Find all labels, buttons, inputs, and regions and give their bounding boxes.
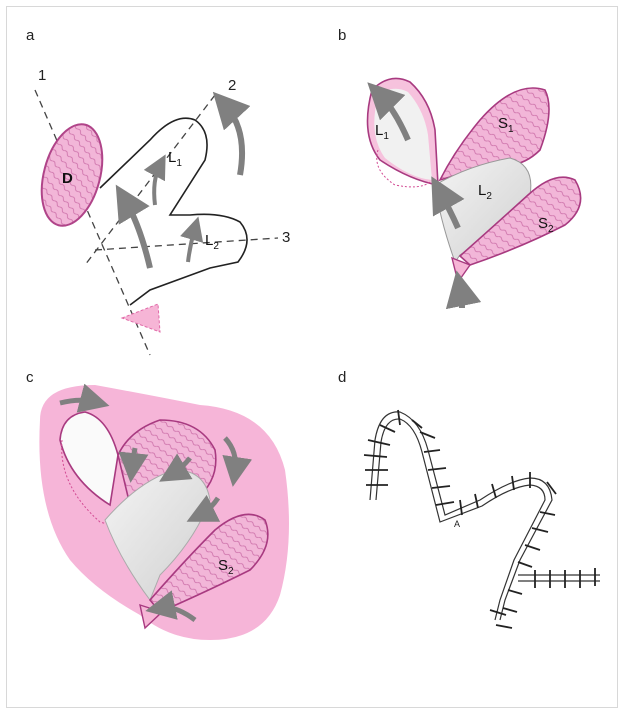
line-label-3: 3 — [282, 229, 290, 246]
b-arrow-bottom — [460, 288, 462, 308]
rotation-arrow-outer — [225, 105, 242, 175]
c-arrow-top — [60, 400, 95, 403]
bilobed-flap-outline — [100, 118, 247, 305]
panel-letter-d: d — [338, 369, 346, 386]
rotation-arrow-l2 — [188, 228, 195, 262]
panel-letter-b: b — [338, 27, 346, 44]
closed-suture-line — [370, 412, 600, 620]
flap-l1-label: L1 — [168, 149, 182, 169]
suture-stitches — [364, 410, 595, 628]
rotation-arrow-l1 — [154, 165, 160, 205]
panel-letter-c: c — [26, 369, 34, 386]
panel-letter-a: a — [26, 27, 35, 44]
line-label-1: 1 — [38, 67, 46, 84]
panel-d: d A — [338, 369, 600, 628]
defect-label: D — [62, 170, 73, 187]
suture-mark-label: A — [454, 519, 460, 529]
panel-a: a 1 2 3 D L1 L2 — [26, 27, 290, 355]
dog-ear-triangle — [122, 304, 160, 332]
panel-c: c S2 — [26, 369, 289, 640]
line-label-2: 2 — [228, 77, 236, 94]
incision-line-3 — [95, 238, 278, 250]
rotation-arrow-large — [125, 200, 150, 268]
panel-b: b L1 S1 L2 S2 — [338, 27, 581, 308]
flap-l2-label: L2 — [205, 232, 219, 252]
c-arrow-mid — [132, 448, 135, 468]
